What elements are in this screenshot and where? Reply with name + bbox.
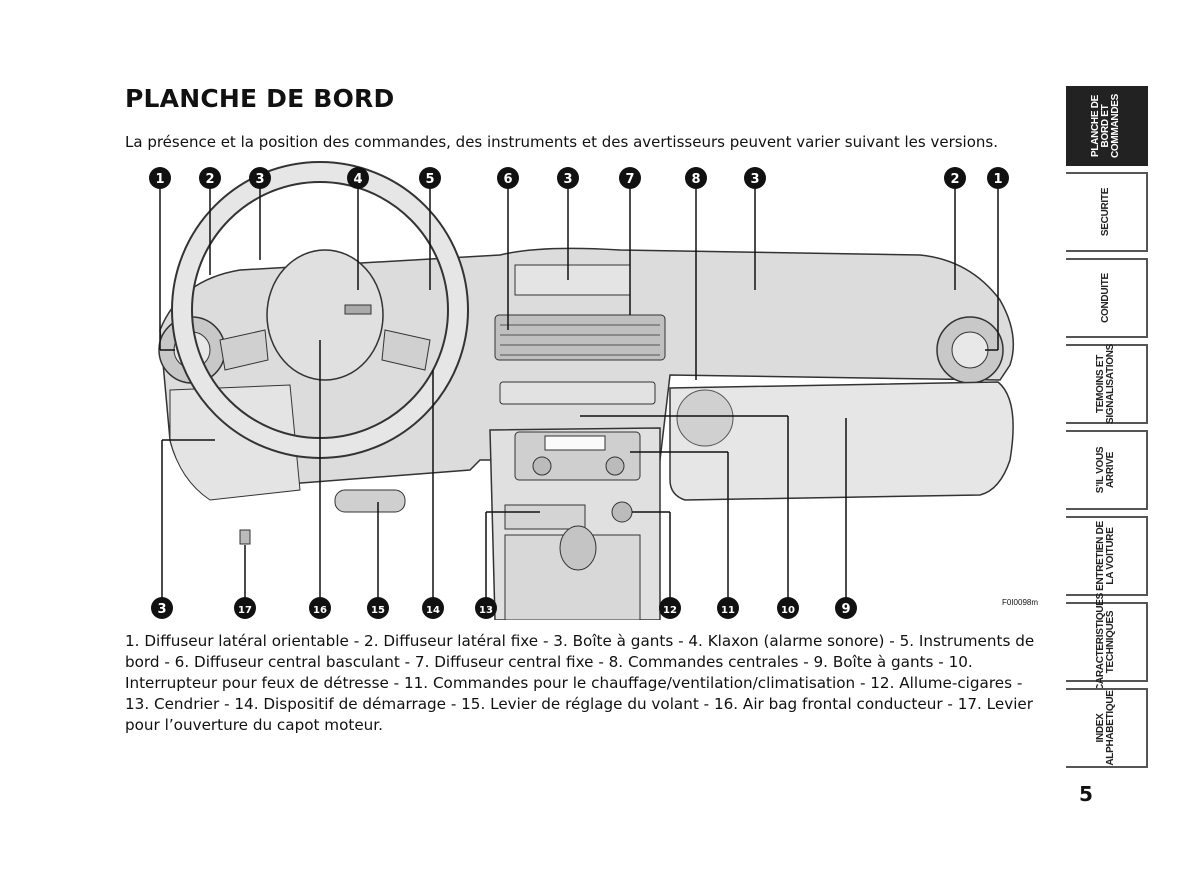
- callout-top-8: 7: [619, 167, 641, 189]
- ashtray: [504, 504, 586, 530]
- central-display: [514, 264, 631, 296]
- tab-label: S’IL VOUS ARRIVE: [1095, 446, 1116, 494]
- callout-top-label: 4: [353, 172, 362, 187]
- callout-bottom-16: 16: [309, 597, 331, 619]
- callout-top-label: 3: [563, 172, 572, 187]
- central-vents: [494, 314, 666, 361]
- callout-bottom-17: 17: [234, 597, 256, 619]
- callout-bottom-10: 10: [777, 597, 799, 619]
- callout-bottom-label: 17: [238, 605, 252, 616]
- callout-top-label: 5: [425, 172, 434, 187]
- tab-entretien[interactable]: ENTRETIEN DE LA VOITURE: [1066, 516, 1148, 596]
- callout-top-1: 1: [149, 167, 171, 189]
- glovebox-right: [669, 381, 1014, 501]
- glovebox-left: [169, 384, 301, 501]
- callout-top-label: 6: [503, 172, 512, 187]
- tab-planche-de-bord[interactable]: PLANCHE DE BORD ET COMMANDES: [1066, 86, 1148, 166]
- callout-top-label: 3: [750, 172, 759, 187]
- callout-bottom-3: 3: [151, 597, 173, 619]
- callout-top-label: 7: [625, 172, 634, 187]
- tab-label: CARACTERISTIQUES TECHNIQUES: [1095, 593, 1116, 691]
- callout-bottom-15: 15: [367, 597, 389, 619]
- dashboard-illustration: 1 2 3 4 5 6 3 7 8 3 2 1 3 17 16 15 14 13…: [149, 161, 1015, 620]
- callout-top-label: 1: [993, 172, 1002, 187]
- steering-adjust-lever: [334, 489, 406, 513]
- callout-top-9: 8: [685, 167, 707, 189]
- callout-bottom-14: 14: [422, 597, 444, 619]
- callout-bottom-13: 13: [475, 597, 497, 619]
- page-number: 5: [1079, 782, 1093, 806]
- callout-bottom-label: 16: [313, 605, 327, 616]
- tab-label: PLANCHE DE BORD ET COMMANDES: [1090, 94, 1121, 158]
- callout-top-6: 6: [497, 167, 519, 189]
- callout-top-7: 3: [557, 167, 579, 189]
- callout-top-4: 4: [347, 167, 369, 189]
- tab-label: TEMOINS ET SIGNALISATIONS: [1095, 343, 1116, 425]
- page-title: PLANCHE DE BORD: [125, 84, 395, 113]
- callout-top-2: 2: [199, 167, 221, 189]
- tab-sil-vous-arrive[interactable]: S’IL VOUS ARRIVE: [1066, 430, 1148, 510]
- callout-top-label: 8: [691, 172, 700, 187]
- callout-top-3: 3: [249, 167, 271, 189]
- central-switches: [499, 381, 656, 405]
- gear-knob: [559, 525, 597, 571]
- tab-label: ENTRETIEN DE LA VOITURE: [1095, 521, 1116, 591]
- callout-bottom-label: 14: [426, 605, 440, 616]
- tab-label: CONDUITE: [1100, 273, 1111, 323]
- callout-top-label: 2: [950, 172, 959, 187]
- tab-caracteristiques[interactable]: CARACTERISTIQUES TECHNIQUES: [1066, 593, 1148, 691]
- callout-top-10: 3: [744, 167, 766, 189]
- callout-bottom-label: 11: [721, 605, 735, 616]
- callout-bottom-label: 3: [157, 602, 166, 617]
- callout-top-11: 2: [944, 167, 966, 189]
- callout-top-5: 5: [419, 167, 441, 189]
- tab-temoins[interactable]: TEMOINS ET SIGNALISATIONS: [1066, 344, 1148, 424]
- callout-top-label: 3: [255, 172, 264, 187]
- callout-bottom-label: 12: [663, 605, 677, 616]
- callout-top-label: 1: [155, 172, 164, 187]
- callout-top-label: 2: [205, 172, 214, 187]
- cigarette-lighter: [611, 501, 633, 523]
- callout-bottom-label: 10: [781, 605, 795, 616]
- callout-bottom-12: 12: [659, 597, 681, 619]
- callout-bottom-11: 11: [717, 597, 739, 619]
- tab-securite[interactable]: SECURITE: [1066, 172, 1148, 252]
- tab-label: INDEX ALPHABETIQUE: [1095, 690, 1116, 766]
- tab-index[interactable]: INDEX ALPHABETIQUE: [1066, 688, 1148, 768]
- callout-bottom-label: 13: [479, 605, 493, 616]
- intro-text: La présence et la position des commandes…: [125, 133, 998, 151]
- tab-label: SECURITE: [1100, 187, 1111, 237]
- figure-code: F0I0098m: [1002, 598, 1039, 607]
- callout-bottom-label: 9: [841, 602, 850, 617]
- callout-top-12: 1: [987, 167, 1009, 189]
- callout-bottom-label: 15: [371, 605, 385, 616]
- callout-bottom-9: 9: [835, 597, 857, 619]
- figure-caption: 1. Diffuseur latéral orientable - 2. Dif…: [125, 632, 1035, 734]
- tab-conduite[interactable]: CONDUITE: [1066, 258, 1148, 338]
